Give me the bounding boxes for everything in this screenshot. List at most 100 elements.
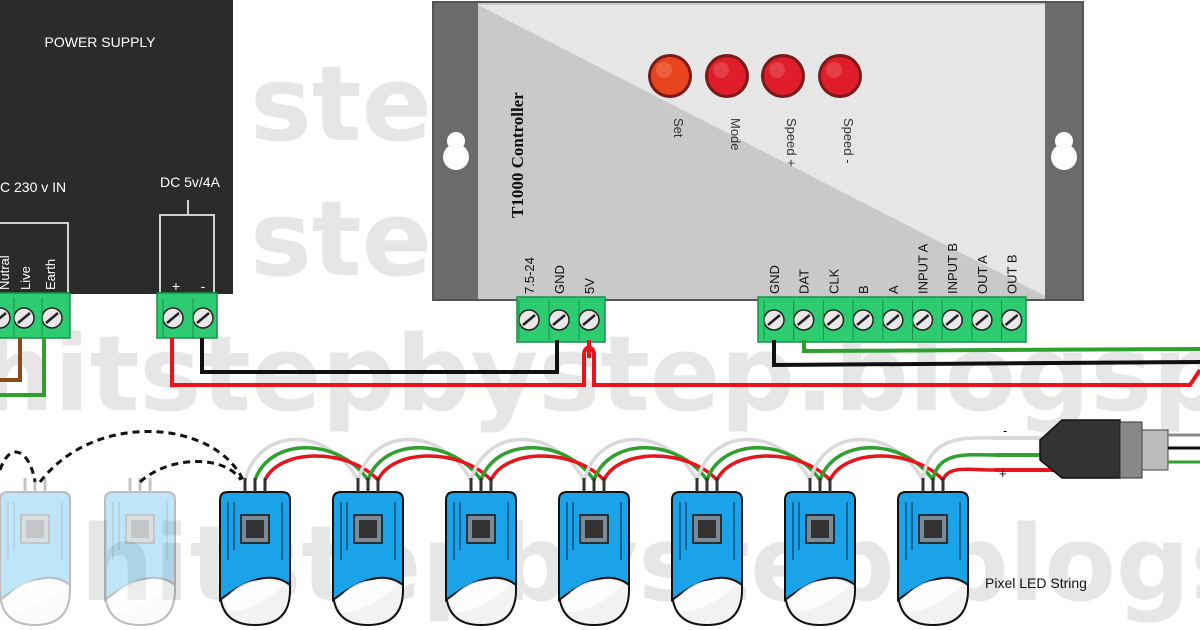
dashed-lead xyxy=(138,460,243,484)
connector-body xyxy=(1039,419,1121,479)
led-wire-to-connector xyxy=(921,436,996,481)
controller-button-set[interactable]: Set xyxy=(648,54,692,138)
led-wire-arc xyxy=(828,454,945,482)
controller-power-screw xyxy=(578,309,600,331)
wire-earth-green xyxy=(0,338,46,397)
controller-data-terminal-label: INPUT B xyxy=(945,243,960,294)
led-wire-arc xyxy=(263,454,380,482)
led-wire-arc xyxy=(818,446,935,482)
connector-collar xyxy=(1119,421,1143,479)
pixel-led-faded xyxy=(104,478,176,627)
controller-button-label: Set xyxy=(671,118,686,138)
dc-plus-label: + xyxy=(172,278,180,294)
controller-power-terminal-label: 7.5-24 xyxy=(522,257,537,294)
controller-title: T1000 Controller xyxy=(508,92,527,218)
controller-power-terminal-block xyxy=(516,296,606,343)
controller-button-label: Speed + xyxy=(784,118,799,167)
ac-terminal-screw xyxy=(13,307,35,329)
pixel-led xyxy=(332,478,404,627)
ac-terminal-screws xyxy=(0,298,63,338)
controller-data-screw xyxy=(792,309,815,331)
pixel-led xyxy=(558,478,630,627)
controller-data-terminal-label: OUT A xyxy=(975,255,990,294)
led-wire-arc xyxy=(253,446,370,482)
controller-data-screw xyxy=(882,309,904,331)
controller-data-screw xyxy=(852,309,874,331)
terminal-label-earth: Earth xyxy=(43,259,58,290)
power-supply-title: POWER SUPPLY xyxy=(45,34,157,50)
pixel-led xyxy=(671,478,743,627)
dc-output-label: DC 5v/4A xyxy=(160,174,221,190)
controller-button-speed[interactable]: Speed + xyxy=(761,54,805,167)
pixel-led-faded xyxy=(0,478,71,627)
led-wire-arc xyxy=(602,454,719,482)
controller-power-labels: 7.5-24 GND 5V xyxy=(522,257,597,294)
dc-terminal-screw xyxy=(162,307,184,329)
controller-data-terminal-label: DAT xyxy=(797,269,812,294)
controller-data-terminal-label: INPUT A xyxy=(916,243,931,294)
ac-bracket xyxy=(0,222,69,292)
pixel-led xyxy=(445,478,517,627)
controller-button-mode[interactable]: Mode xyxy=(705,54,749,151)
controller-data-screw xyxy=(1000,309,1023,331)
led-wire-arc xyxy=(592,446,709,482)
controller-power-terminal-label: GND xyxy=(552,265,567,294)
controller-data-terminal-block xyxy=(757,296,1027,343)
led-wire-arc xyxy=(715,454,832,482)
pixel-led xyxy=(784,478,856,627)
ac-terminal-screw xyxy=(0,307,11,329)
wire-live-brown xyxy=(0,338,22,382)
led-wire-arc xyxy=(695,437,812,481)
controller-panel-shade xyxy=(478,5,1045,296)
terminal-label-nutral: Nutral xyxy=(0,255,12,290)
pixel-led xyxy=(897,478,969,627)
led-wire-arc xyxy=(582,437,699,481)
led-wire-arc xyxy=(366,446,483,482)
power-supply: POWER SUPPLY C 230 v IN DC 5v/4A Nutral … xyxy=(0,0,233,294)
controller-data-screw xyxy=(941,309,963,331)
dc-terminal-screw xyxy=(192,307,214,329)
led-wire-arc xyxy=(489,454,606,482)
ac-input-label: C 230 v IN xyxy=(0,179,66,195)
wires xyxy=(0,338,1200,397)
led-wire-to-connector xyxy=(941,467,996,481)
controller-power-screw xyxy=(548,309,570,331)
pixel-string-label: Pixel LED String xyxy=(985,575,1087,591)
controller-data-screw xyxy=(822,309,845,331)
t1000-controller: T1000 Controller Set Mode Speed + Speed - 7… xyxy=(432,1,1084,301)
controller-button-label: Mode xyxy=(728,118,743,151)
ac-terminal-block xyxy=(0,292,71,339)
terminal-label-live: Live xyxy=(18,266,33,290)
wire-dc-minus-black xyxy=(200,338,559,374)
controller-button-label: Speed - xyxy=(841,118,856,164)
wire-controller-gnd-black xyxy=(772,340,1200,368)
led-wire-arc xyxy=(808,437,925,481)
led-wire-to-connector xyxy=(931,452,996,481)
wire-controller-dat-green xyxy=(802,340,1200,354)
mount-hole-left xyxy=(443,132,469,170)
controller-data-screw xyxy=(911,309,934,331)
dashed-lead xyxy=(0,450,37,483)
pixel-connector: - + xyxy=(995,419,1200,481)
controller-power-screw xyxy=(518,309,540,331)
controller-data-terminal-label: GND xyxy=(767,265,782,294)
led-string xyxy=(0,478,969,627)
led-wire-arc xyxy=(469,437,586,481)
pixel-led xyxy=(219,478,291,627)
power-supply-body xyxy=(0,0,233,294)
controller-button-speed[interactable]: Speed - xyxy=(818,54,862,164)
led-wire-arc xyxy=(376,454,493,482)
connector-plus-label: + xyxy=(999,466,1007,481)
controller-buttons: Set Mode Speed + Speed - xyxy=(648,54,862,167)
led-wire-arc xyxy=(705,446,822,482)
controller-power-terminal-label: 5V xyxy=(582,278,597,294)
led-wire-arc xyxy=(243,437,360,481)
controller-data-terminal-label: A xyxy=(886,285,901,294)
led-string-wires xyxy=(0,429,996,484)
dashed-lead xyxy=(38,429,245,483)
mount-hole-right xyxy=(1051,132,1077,170)
controller-data-terminal-label: B xyxy=(856,285,871,294)
controller-data-terminal-label: CLK xyxy=(826,268,841,294)
